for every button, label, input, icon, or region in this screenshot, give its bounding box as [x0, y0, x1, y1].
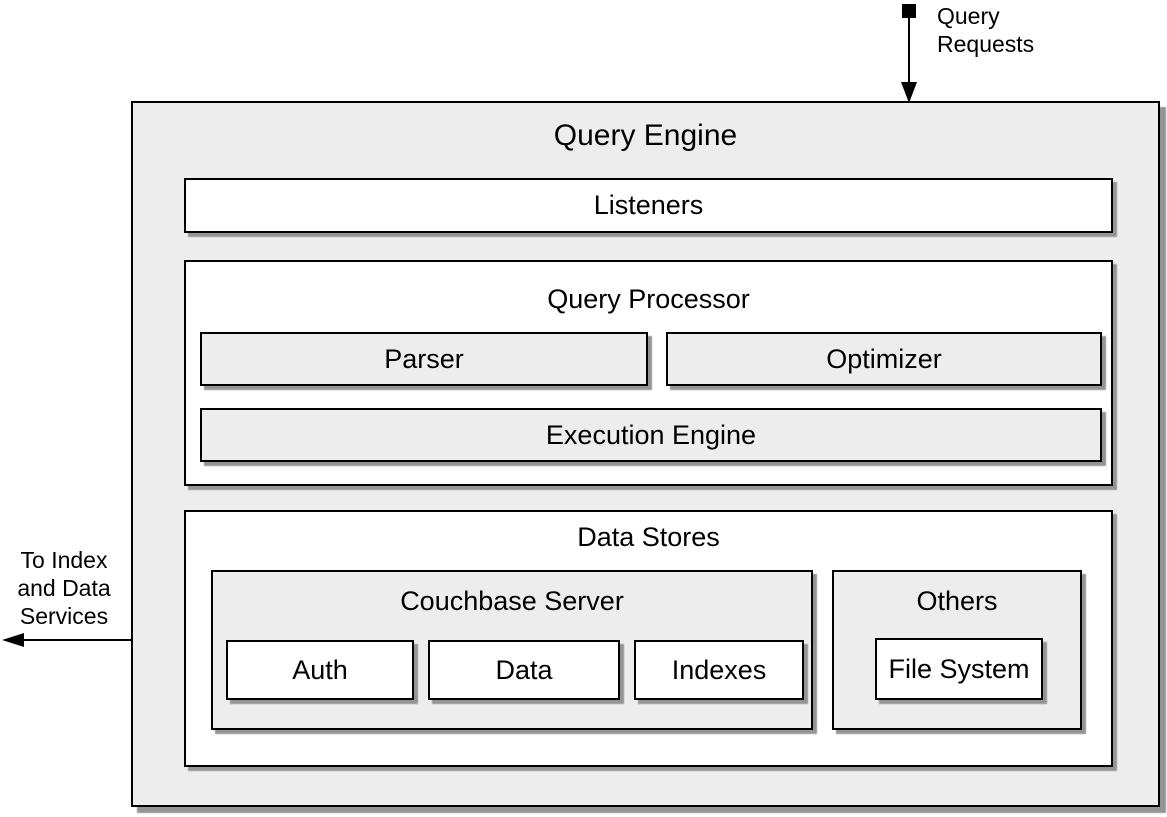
to-index-services-arrow [2, 633, 133, 647]
arrow-start-square-icon [902, 4, 916, 18]
query-engine-title: Query Engine [553, 119, 738, 152]
query-processor-box: Query Processor Parser Optimizer Executi… [184, 260, 1113, 486]
file-system-label: File System [888, 653, 1030, 684]
listeners-label: Listeners [593, 190, 704, 220]
file-system-box: File System [875, 638, 1043, 700]
parser-box: Parser [200, 332, 648, 386]
query-requests-label: Query Requests [937, 3, 1035, 57]
data-stores-box: Data Stores Couchbase Server Auth Data I… [184, 510, 1113, 767]
listeners-box: Listeners [184, 178, 1113, 233]
query-processor-title: Query Processor [547, 284, 750, 314]
others-box: Others File System [832, 570, 1082, 730]
couchbase-server-box: Couchbase Server Auth Data Indexes [211, 570, 813, 730]
data-box: Data [428, 640, 620, 700]
others-title: Others [916, 586, 998, 616]
auth-box: Auth [226, 640, 414, 700]
indexes-label: Indexes [671, 654, 767, 685]
data-label: Data [495, 654, 553, 685]
indexes-box: Indexes [634, 640, 804, 700]
execution-engine-label: Execution Engine [545, 419, 757, 450]
couchbase-server-title: Couchbase Server [400, 586, 624, 616]
down-arrowhead-icon [901, 82, 917, 103]
data-stores-title: Data Stores [577, 522, 720, 552]
parser-label: Parser [384, 343, 464, 374]
left-arrowhead-icon [2, 633, 24, 647]
optimizer-label: Optimizer [826, 343, 942, 374]
optimizer-box: Optimizer [666, 332, 1102, 386]
query-engine-box: Query Engine Listeners Query Processor P… [131, 101, 1160, 807]
query-requests-arrow [901, 4, 917, 103]
auth-label: Auth [292, 654, 348, 685]
to-index-services-label: To Index and Data Services [17, 547, 111, 629]
execution-engine-box: Execution Engine [200, 408, 1102, 462]
